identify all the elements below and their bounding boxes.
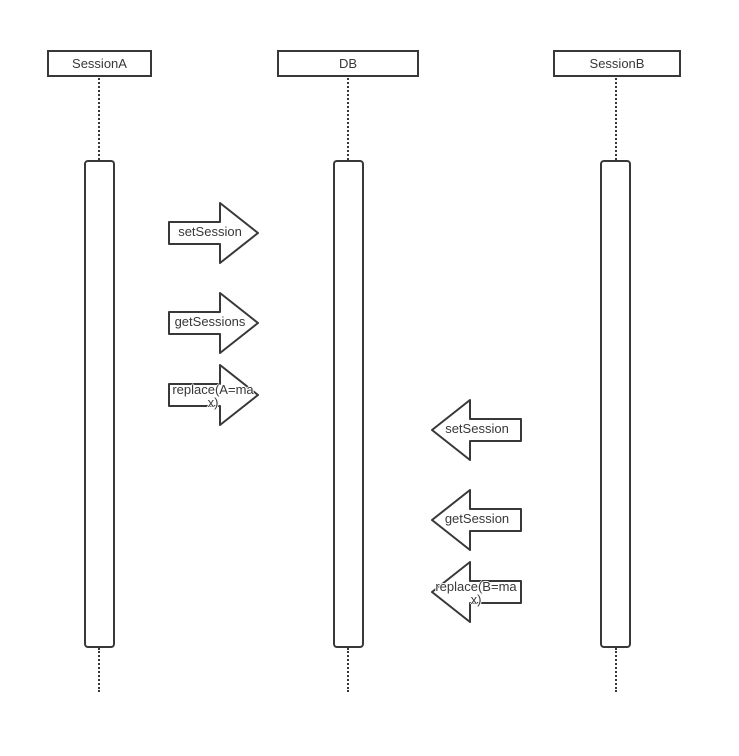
message-arrow-replace-b-to-db: replace(B=max) — [430, 560, 522, 624]
lifeline-db-upper — [347, 78, 349, 160]
activation-bar-sessionb — [600, 160, 631, 648]
block-arrow-left-icon — [431, 561, 522, 623]
block-arrow-right-icon — [168, 364, 259, 426]
participant-box-sessionb: SessionB — [553, 50, 681, 77]
block-arrow-left-icon — [431, 489, 522, 551]
lifeline-sessiona-upper — [98, 78, 100, 160]
message-label: getSession — [444, 511, 510, 526]
message-arrow-getsession-b-to-db: getSession — [430, 488, 522, 552]
message-arrow-setsession-a-to-db: setSession — [168, 201, 260, 265]
participant-box-db: DB — [277, 50, 419, 77]
block-arrow-right-icon — [168, 202, 259, 264]
activation-bar-db — [333, 160, 364, 648]
message-label: replace(B=max) — [435, 579, 517, 607]
message-label: setSession — [178, 224, 242, 239]
message-arrow-setsession-b-to-db: setSession — [430, 398, 522, 462]
participant-label-sessionb: SessionB — [589, 56, 645, 71]
message-arrow-getsessions-a-to-db: getSessions — [168, 291, 260, 355]
lifeline-sessiona-lower — [98, 648, 100, 692]
block-arrow-right-icon — [168, 292, 259, 354]
participant-box-sessiona: SessionA — [47, 50, 152, 77]
message-label: getSessions — [174, 314, 246, 329]
message-label: setSession — [445, 421, 509, 436]
message-arrow-replace-a-to-db: replace(A=max) — [168, 363, 260, 427]
participant-label-db: DB — [338, 56, 358, 71]
block-arrow-left-icon — [431, 399, 522, 461]
lifeline-sessionb-lower — [615, 648, 617, 692]
participant-label-sessiona: SessionA — [72, 56, 127, 71]
lifeline-sessionb-upper — [615, 78, 617, 160]
lifeline-db-lower — [347, 648, 349, 692]
activation-bar-sessiona — [84, 160, 115, 648]
message-label: replace(A=max) — [172, 382, 254, 410]
